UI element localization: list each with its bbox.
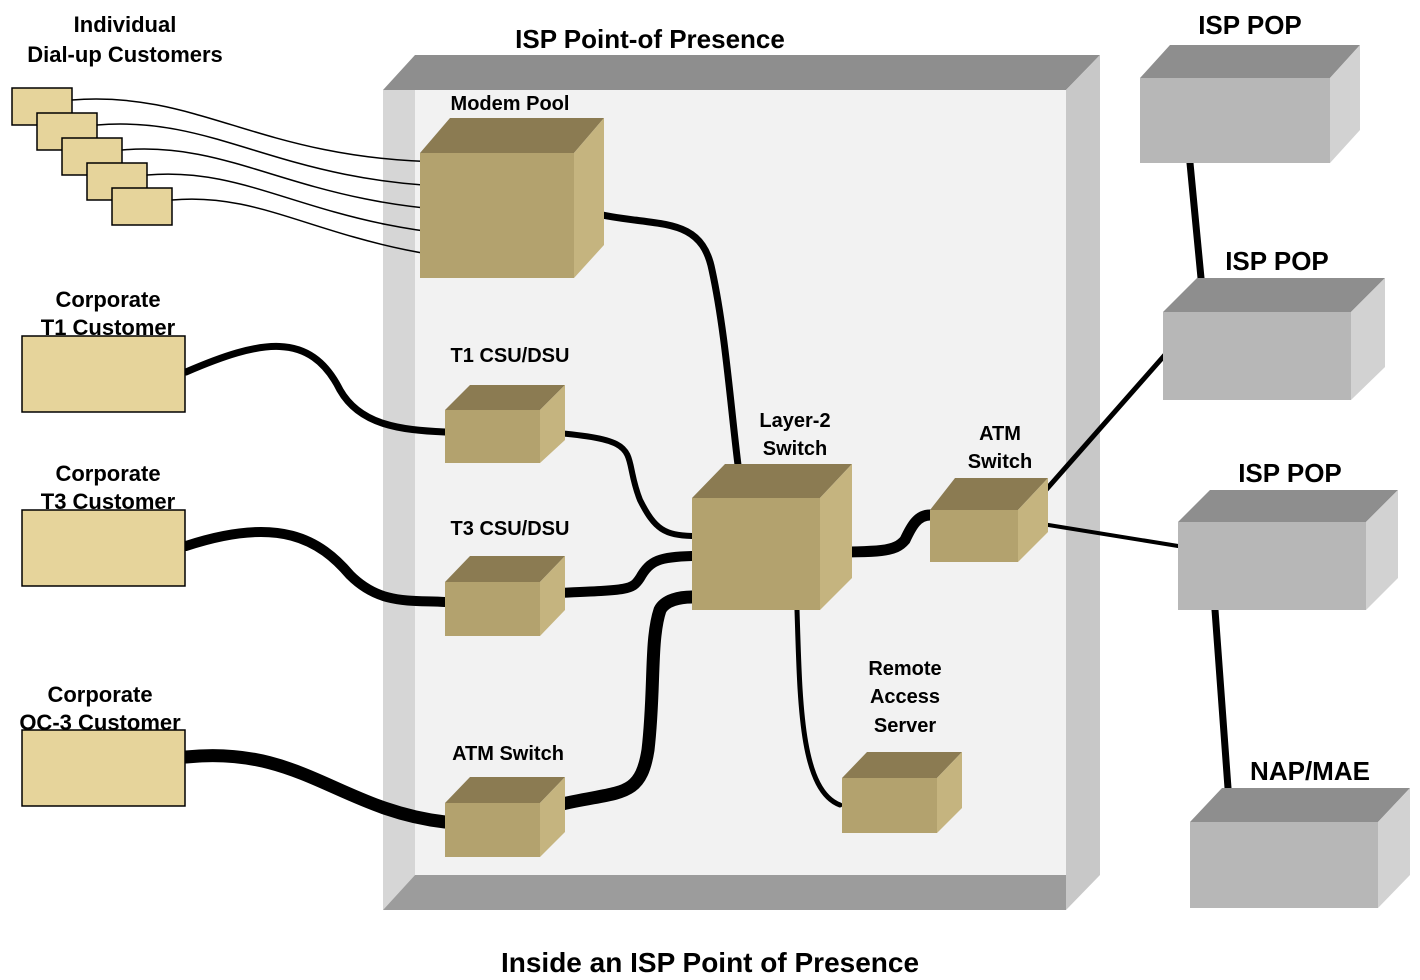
t3-csu-front: [445, 582, 540, 636]
pop-enclosure-top: [383, 55, 1100, 90]
atm-switch-left-top: [445, 777, 565, 803]
t3-csu-label: T3 CSU/DSU: [451, 518, 570, 540]
nap-label: NAP/MAE: [1250, 756, 1370, 786]
t3-customer-box: [21, 509, 186, 587]
layer2-switch-front: [692, 498, 820, 610]
nap-front: [1190, 822, 1378, 908]
pop2-label: ISP POP: [1225, 246, 1329, 276]
pop-enclosure-bottom: [383, 875, 1066, 910]
oc3-customer-label-line2: OC-3 Customer: [19, 710, 181, 735]
link-atm-layer2: [551, 590, 699, 812]
diagram-caption: Inside an ISP Point of Presence: [501, 947, 919, 978]
link-layer2-ras: [794, 607, 843, 808]
pop-enclosure-right: [1066, 55, 1100, 910]
dialup-wire: [96, 123, 471, 188]
ras-top: [842, 752, 962, 778]
isp-pop-2: [1163, 278, 1385, 400]
pop1-side: [1330, 45, 1360, 163]
link-atm-pop3: [1028, 520, 1180, 548]
pop3-side: [1366, 490, 1398, 610]
atm-switch-right-label-line1: ATM: [979, 423, 1021, 445]
atm-switch-right-front: [930, 510, 1018, 562]
t3-customer-label-line1: Corporate: [55, 461, 160, 486]
ras-side: [937, 752, 962, 833]
pop3-top: [1178, 490, 1398, 522]
atm-switch-right-label-line2: Switch: [968, 451, 1032, 473]
modem-pool-front: [420, 153, 574, 278]
dialup-customers: [11, 87, 173, 226]
layer2-label-line1: Layer-2: [759, 410, 830, 432]
atm-switch-right: [930, 478, 1048, 562]
nap-top: [1190, 788, 1410, 822]
isp-pop-3: [1178, 490, 1398, 610]
t3-csu-top: [445, 556, 565, 582]
layer2-switch-side: [820, 464, 852, 610]
pop3-label: ISP POP: [1238, 458, 1342, 488]
link-t3-customer: [181, 527, 450, 607]
link-pop3-nap: [1211, 606, 1232, 792]
atm-switch-left-side: [540, 777, 565, 857]
atm-switch-left-label: ATM Switch: [452, 743, 564, 765]
link-oc3-customer: [179, 749, 452, 829]
link-t1-customer: [182, 342, 449, 436]
modem-pool: [420, 118, 604, 278]
remote-access-server: [842, 752, 962, 833]
t3-customer-label-line2: T3 Customer: [41, 489, 176, 514]
oc3-customer-box: [21, 729, 186, 807]
dialup-label-line2: Dial-up Customers: [27, 42, 223, 67]
link-t1-layer2: [542, 429, 695, 539]
dialup-wire: [71, 98, 446, 163]
modem-pool-side: [574, 118, 604, 278]
atm-switch-right-top: [930, 478, 1048, 510]
layer2-label-line2: Switch: [763, 438, 827, 460]
pop3-front: [1178, 522, 1366, 610]
t1-customer-label-line1: Corporate: [55, 287, 160, 312]
link-layer2-atm: [814, 509, 936, 558]
t1-csu-top: [445, 385, 565, 410]
pop-title: ISP Point-of Presence: [515, 24, 785, 54]
t1-csu-front: [445, 410, 540, 463]
t3-csu: [445, 556, 565, 636]
t1-csu-side: [540, 385, 565, 463]
nap-mae: [1190, 788, 1410, 908]
t1-customer-label-line2: T1 Customer: [41, 315, 176, 340]
ras-label-line3: Server: [874, 715, 936, 737]
pop-enclosure-left: [383, 90, 415, 910]
atm-switch-left-front: [445, 803, 540, 857]
t1-csu: [445, 385, 565, 463]
atm-switch-left: [445, 777, 565, 857]
pop2-top: [1163, 278, 1385, 312]
isp-pop-1: [1140, 45, 1360, 163]
network-links: [179, 159, 1232, 829]
ras-label-line2: Access: [870, 686, 940, 708]
dialup-label-line1: Individual: [74, 12, 177, 37]
t1-csu-label: T1 CSU/DSU: [451, 345, 570, 367]
t3-csu-side: [540, 556, 565, 636]
t1-customer-box: [21, 335, 186, 413]
oc3-customer-label-line1: Corporate: [47, 682, 152, 707]
link-modem-layer2: [578, 206, 742, 469]
link-atm-pop2: [1027, 337, 1181, 511]
ras-front: [842, 778, 937, 833]
pop1-top: [1140, 45, 1360, 78]
link-t3-layer2: [553, 551, 697, 598]
dialup-customer-box: [111, 187, 173, 226]
pop1-front: [1140, 78, 1330, 163]
nap-side: [1378, 788, 1410, 908]
layer2-switch: [692, 464, 852, 610]
modem-pool-top: [420, 118, 604, 153]
atm-switch-right-side: [1018, 478, 1048, 562]
pop2-front: [1163, 312, 1351, 400]
ras-label-line1: Remote: [868, 658, 941, 680]
pop1-label: ISP POP: [1198, 10, 1302, 40]
link-pop1-pop2: [1186, 159, 1205, 282]
pop2-side: [1351, 278, 1385, 400]
modem-pool-label: Modem Pool: [451, 93, 570, 115]
layer2-switch-top: [692, 464, 852, 498]
